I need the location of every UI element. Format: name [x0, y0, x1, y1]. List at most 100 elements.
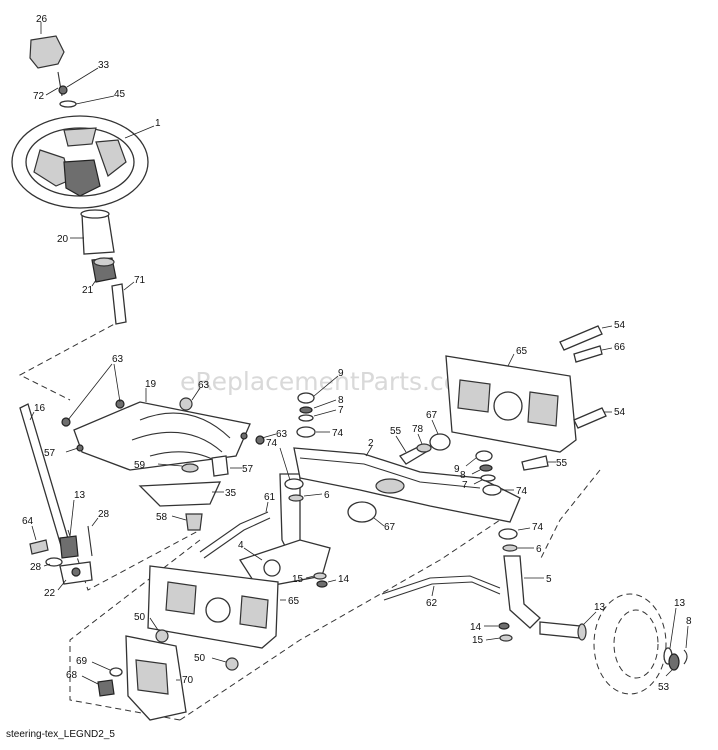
steering-bracket-part — [73, 388, 251, 471]
steering-wheel-part — [11, 115, 155, 209]
callout-50b: 50 — [194, 653, 206, 664]
bolt-54-lower-part — [573, 407, 612, 429]
callout-35: 35 — [225, 488, 237, 499]
bearing-74-upper-part — [296, 426, 330, 438]
gear-plate-22-part — [57, 561, 93, 591]
callout-78: 78 — [412, 424, 424, 435]
callout-61: 61 — [264, 492, 276, 503]
callout-63b: 63 — [198, 380, 210, 391]
callout-55b: 55 — [556, 458, 568, 469]
tie-rod-part — [381, 575, 501, 601]
linkage-rod-part — [240, 432, 277, 445]
callout-62: 62 — [426, 598, 438, 609]
steering-sector-part — [138, 481, 224, 507]
callout-53: 53 — [658, 682, 670, 693]
callout-14b: 14 — [470, 622, 482, 633]
bracket-bolt-57-part — [65, 444, 84, 453]
washer-14-part — [316, 579, 337, 588]
steering-column-part — [19, 403, 73, 557]
callout-74a: 74 — [266, 438, 278, 449]
callout-74b: 74 — [332, 428, 344, 439]
callout-21: 21 — [82, 285, 94, 296]
callout-20: 20 — [57, 234, 69, 245]
frame-boundary-left — [69, 539, 201, 721]
bolt-64-part — [29, 525, 49, 555]
callout-74d: 74 — [532, 522, 544, 533]
wheel-nut-part — [58, 67, 99, 95]
callout-7a: 7 — [338, 405, 344, 416]
callout-33: 33 — [98, 60, 110, 71]
callout-22: 22 — [44, 588, 56, 599]
callout-72: 72 — [33, 91, 45, 102]
ring-7-part — [298, 409, 337, 422]
front-wheel-part — [593, 593, 667, 695]
callout-54b: 54 — [614, 407, 626, 418]
bearing-74-right-part — [482, 484, 514, 496]
callout-74c: 74 — [516, 486, 528, 497]
bolt-54-upper-part — [559, 325, 613, 351]
bushing-58-part — [171, 513, 203, 531]
callout-65a: 65 — [516, 346, 528, 357]
callout-68: 68 — [66, 670, 78, 681]
callout-57a: 57 — [44, 448, 56, 459]
hub-13-part — [539, 611, 597, 641]
callout-19: 19 — [145, 379, 157, 390]
cap-53-part — [665, 653, 680, 677]
callout-7b: 7 — [462, 480, 468, 491]
pivot-nut-part — [179, 387, 201, 411]
callout-45: 45 — [114, 89, 126, 100]
callout-8c: 8 — [686, 616, 692, 627]
steering-boot-part — [70, 209, 115, 255]
drag-link-part — [199, 501, 271, 559]
bolt-28-part — [87, 517, 99, 557]
axle-boundary — [539, 469, 601, 561]
bolt-68-part — [81, 675, 115, 697]
axle-bracket-right-part — [445, 353, 577, 453]
callout-2: 2 — [368, 438, 374, 449]
callout-66: 66 — [614, 342, 626, 353]
callout-13a: 13 — [74, 490, 86, 501]
callout-70: 70 — [182, 675, 194, 686]
callout-6b: 6 — [536, 544, 542, 555]
callout-28a: 28 — [98, 509, 110, 520]
callout-54a: 54 — [614, 320, 626, 331]
callout-50a: 50 — [134, 612, 146, 623]
callout-9b: 9 — [454, 464, 460, 475]
diagram-caption: steering-tex_LEGND2_5 — [6, 729, 115, 740]
bearing-74-lower-right-part — [498, 527, 531, 540]
cap-9-right-part — [465, 450, 493, 467]
callout-1: 1 — [155, 118, 161, 129]
nut-15-part — [305, 572, 327, 580]
callout-13b: 13 — [594, 602, 606, 613]
callout-15a: 15 — [292, 574, 304, 585]
washer-67-lower-part — [347, 501, 385, 527]
callout-5: 5 — [546, 574, 552, 585]
callout-14a: 14 — [338, 574, 350, 585]
callout-55a: 55 — [390, 426, 402, 437]
callout-64: 64 — [22, 516, 34, 527]
callout-57b: 57 — [242, 464, 254, 475]
callout-28b: 28 — [30, 562, 42, 573]
washer-6-left-part — [288, 493, 323, 502]
linkage-bolt-part — [61, 363, 125, 427]
callout-6a: 6 — [324, 490, 330, 501]
callout-8b: 8 — [460, 470, 466, 481]
axle-bracket-left-part — [147, 565, 286, 649]
callout-69: 69 — [76, 656, 88, 667]
washer-69-part — [91, 661, 123, 677]
callout-58: 58 — [156, 512, 168, 523]
cap-9-part — [297, 375, 339, 404]
callout-26: 26 — [36, 14, 48, 25]
spacer-59-part — [157, 463, 199, 473]
clip-8-part — [683, 625, 689, 665]
washer-14-right-part — [484, 622, 510, 630]
steering-shaft-part — [111, 281, 135, 325]
steering-cap-part — [29, 22, 65, 69]
seal-8-right-part — [471, 464, 493, 475]
spindle-right-part — [503, 555, 544, 629]
steering-gear-part — [91, 257, 117, 287]
callout-16: 16 — [34, 403, 46, 414]
bracket-bolt-57b-part — [211, 455, 242, 477]
washer-6-right-part — [502, 544, 534, 552]
